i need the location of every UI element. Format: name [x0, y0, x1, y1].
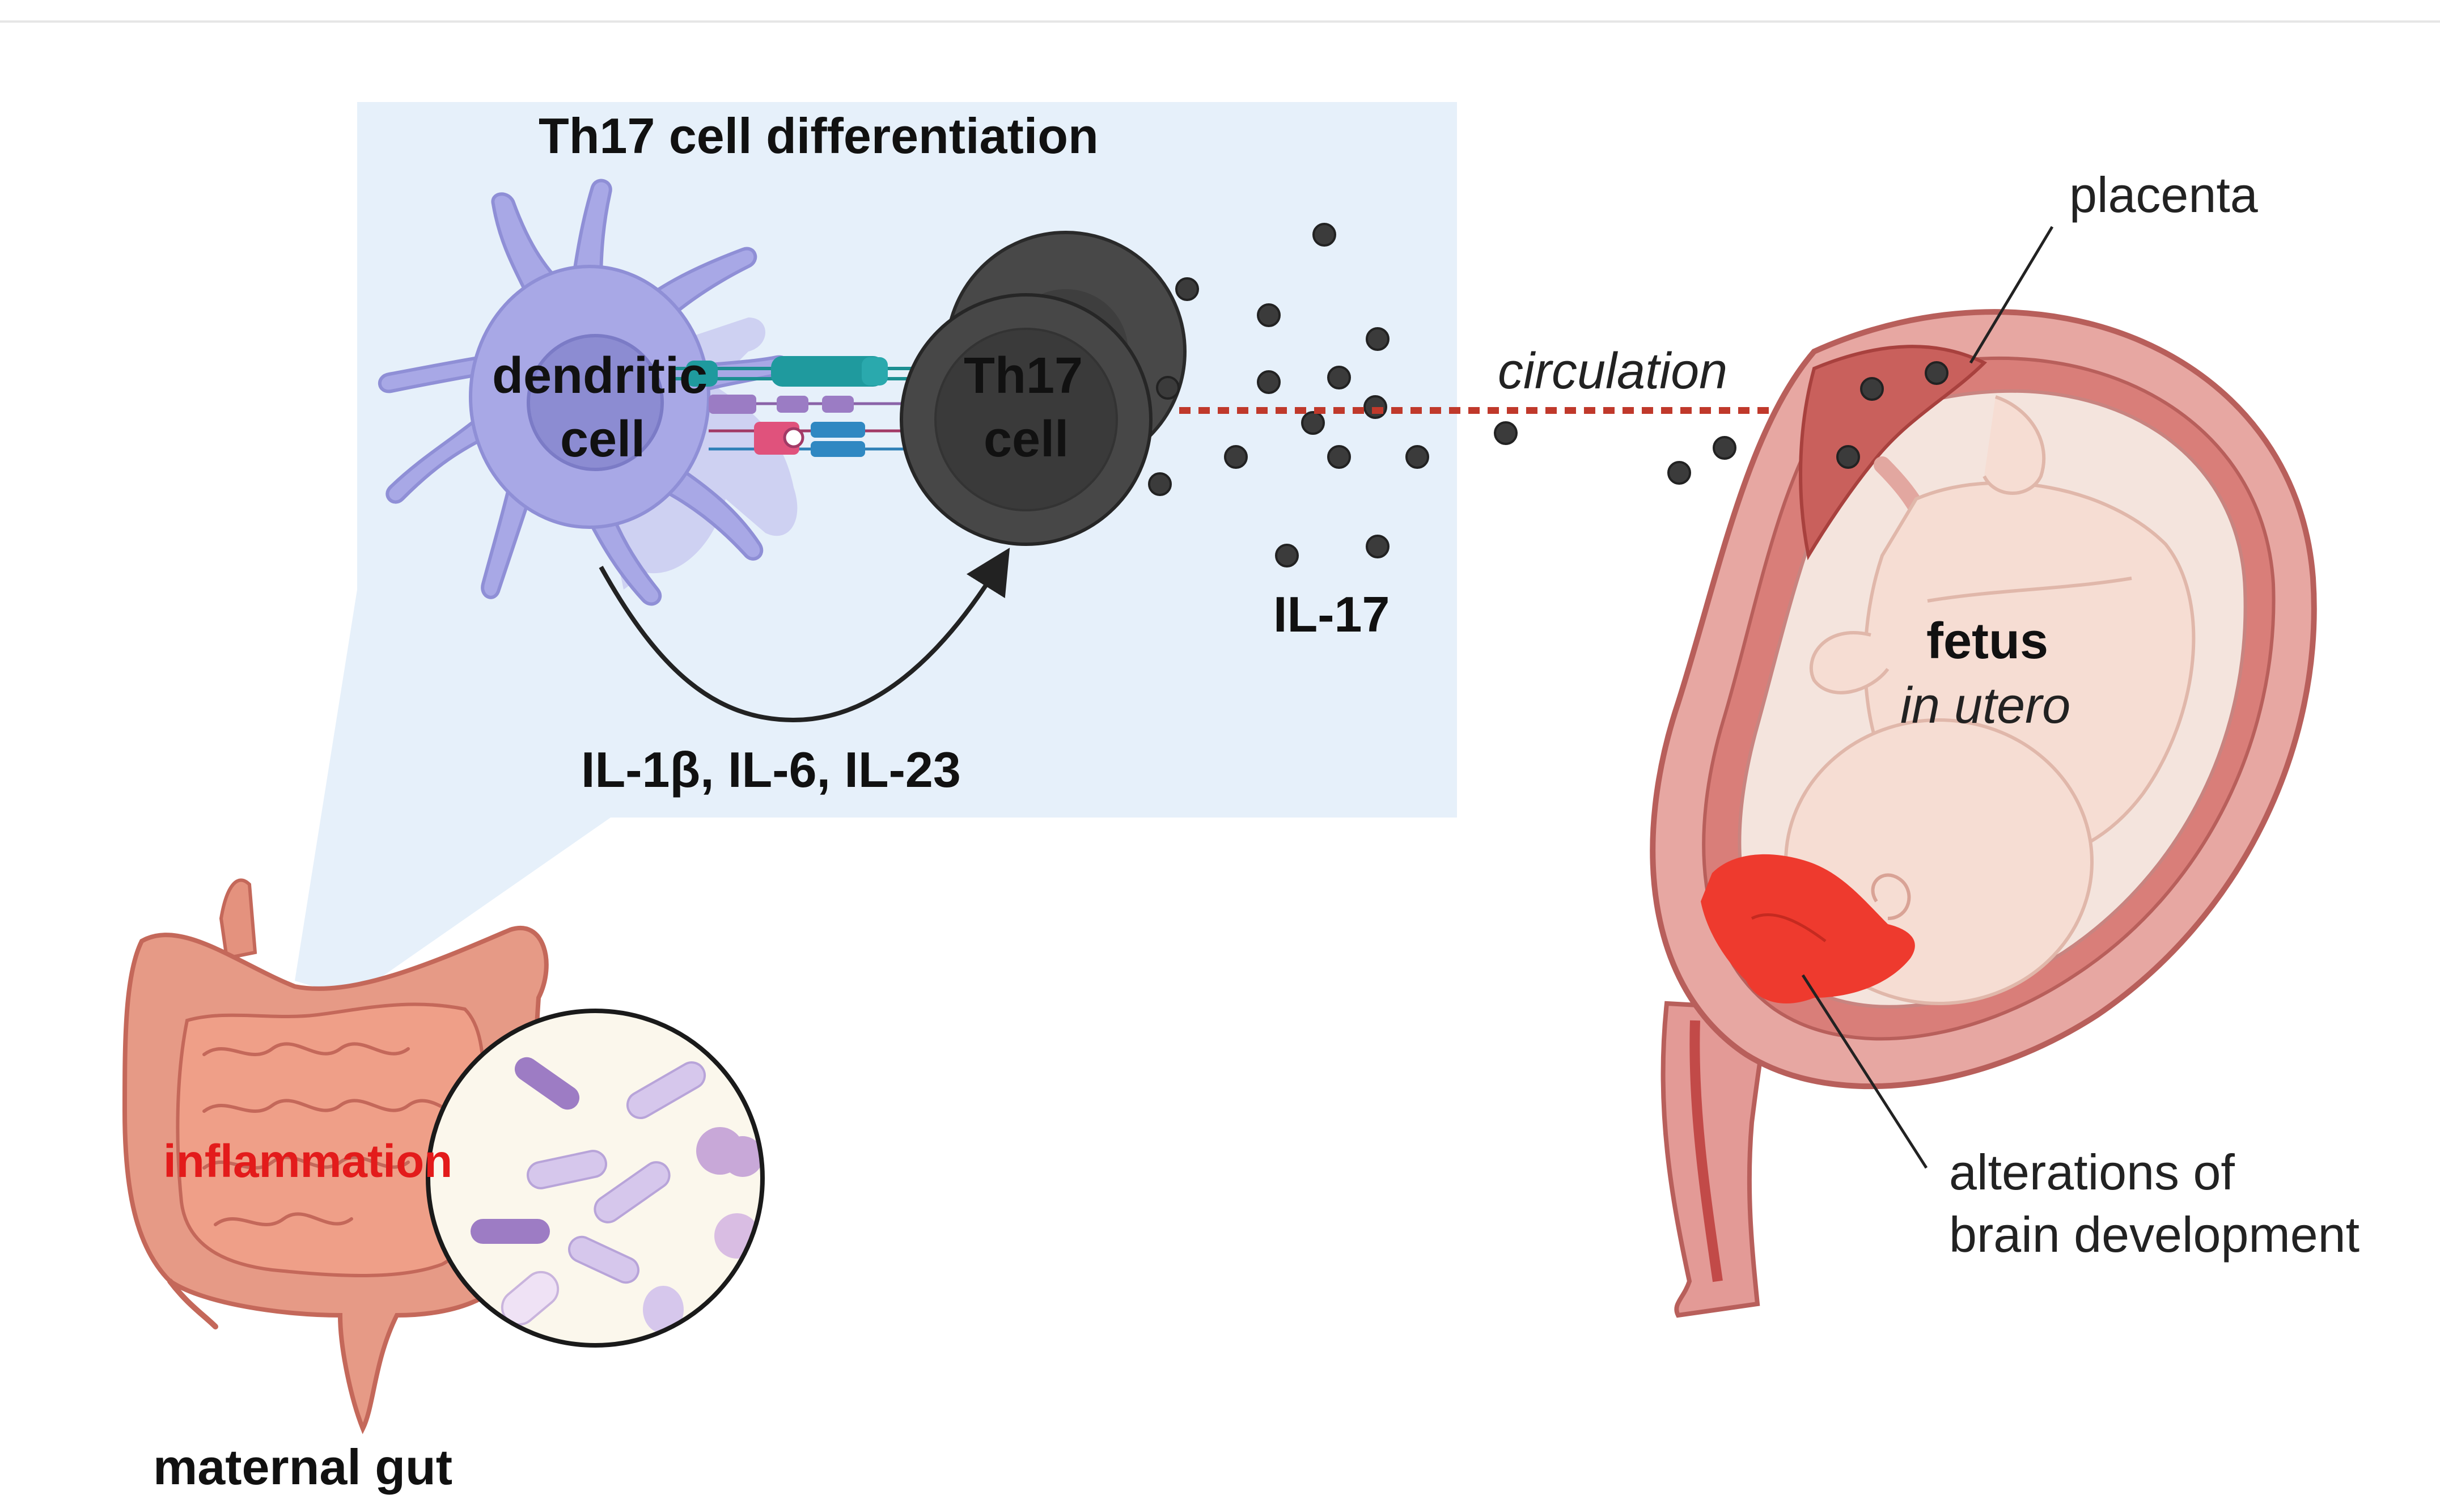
fetus-label: fetus: [1926, 613, 2049, 670]
in-utero-label: in utero: [1900, 677, 2071, 734]
placenta-leader-line: [1969, 226, 2054, 364]
th17-cell-label-line2: cell: [984, 411, 1069, 468]
differentiation-arrow: [599, 548, 1010, 723]
dendritic-cell-illustration: [378, 179, 798, 606]
panel-title: Th17 cell differentiation: [539, 108, 1099, 164]
circulation-label: circulation: [1498, 343, 1728, 400]
cytokines-label: IL-1β, IL-6, IL-23: [581, 742, 961, 798]
maternal-gut-label: maternal gut: [153, 1439, 453, 1495]
th17-cell-illustration: [900, 231, 1187, 546]
placenta-label: placenta: [2069, 167, 2258, 223]
brain-label-line1: alterations of: [1949, 1144, 2235, 1200]
il17-particles: [1148, 223, 1736, 567]
brain-leader-line: [1801, 974, 1928, 1169]
inflammation-label: inflammation: [163, 1136, 453, 1187]
receptor-ligand-pairs: [675, 356, 930, 457]
uterus-illustration: [1650, 309, 2317, 1318]
brain-label-line2: brain development: [1949, 1206, 2360, 1263]
placenta-particles: [1836, 361, 1948, 469]
maternal-gut-illustration: [122, 878, 549, 1434]
th17-cell-label-line1: Th17: [964, 348, 1083, 404]
dendritic-cell-label-line2: cell: [560, 411, 646, 468]
dendritic-cell-label-line1: dendritic: [492, 348, 708, 404]
microbiota-bubble: [426, 1009, 765, 1348]
il17-label: IL-17: [1273, 586, 1390, 642]
